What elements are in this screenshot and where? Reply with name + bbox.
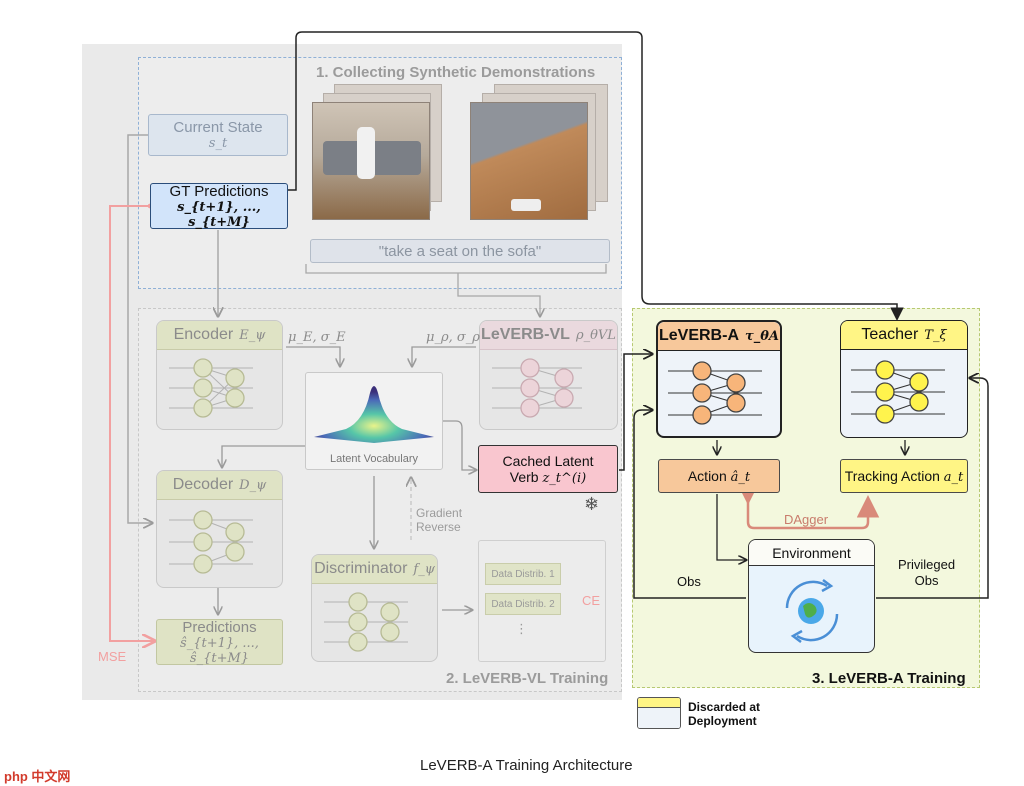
dagger-label: DAgger: [784, 512, 829, 527]
predictions-symbol: ŝ_{t+1}, ..., ŝ_{t+M}: [180, 635, 259, 666]
legend-swatch: [637, 697, 681, 729]
cycle-arrows-icon: [785, 579, 839, 643]
discriminator-symbol: f_ψ: [413, 561, 435, 577]
discriminator-card: Discriminator f_ψ: [311, 554, 438, 662]
snowflake-icon: ❄: [584, 494, 600, 514]
gt-predictions-label: GT Predictions: [169, 182, 269, 200]
latent-vocabulary-box: Latent Vocabulary: [305, 372, 443, 470]
cached-latent-verb-box: Cached Latent Verb z_t^(i): [478, 445, 618, 493]
action-label: Action: [687, 467, 727, 484]
leverb-a-label: LeVERB-A: [658, 327, 739, 344]
neural-net-icon: [169, 510, 253, 574]
legend-label: Discarded at Deployment: [688, 700, 760, 728]
data-distrib-2: Data Distrib. 2: [485, 593, 561, 615]
action-box: Action â_t: [658, 459, 780, 493]
tracking-symbol: a_t: [943, 469, 964, 485]
mse-label: MSE: [98, 649, 127, 664]
legend-line2: Deployment: [688, 714, 757, 728]
gt-predictions-box: GT Predictions s_{t+1}, ..., s_{t+M}: [150, 182, 288, 230]
ce-label: CE: [582, 593, 601, 608]
privileged-obs-label: Privileged Obs: [898, 557, 955, 589]
obs-label: Obs: [677, 574, 701, 589]
decoder-symbol: D_ψ: [239, 477, 267, 493]
vl-training-title: 2. LeVERB-VL Training: [446, 670, 609, 687]
predictions-label: Predictions: [182, 618, 257, 636]
discriminator-label: Discriminator: [314, 560, 408, 577]
cached-line2: Verb: [509, 468, 539, 485]
leverb-vl-label: LeVERB-VL: [481, 326, 570, 343]
decoder-label: Decoder: [172, 476, 234, 493]
watermark-logo: php 中文网: [4, 769, 71, 784]
neural-net-icon: [324, 592, 408, 652]
neural-net-icon: [668, 361, 762, 425]
neural-net-icon: [851, 360, 945, 424]
encoder-label: Encoder: [173, 326, 234, 343]
tracking-label: Tracking Action: [844, 467, 940, 484]
current-state-box: Current State s_t: [148, 114, 288, 156]
data-distribution-box: Data Distrib. 1 Data Distrib. 2 ⋮: [478, 540, 606, 662]
gradient-line1: Gradient: [416, 506, 463, 520]
cached-symbol: z_t^(i): [542, 470, 587, 486]
gradient-line2: Reverse: [416, 520, 461, 534]
privileged-line2: Obs: [914, 573, 939, 588]
neural-net-icon: [169, 358, 253, 418]
cached-line1: Cached Latent: [502, 452, 594, 469]
sofa-closeup-image: [470, 102, 588, 220]
gt-predictions-symbol: s_{t+1}, ..., s_{t+M}: [177, 199, 261, 230]
environment-box: Environment: [748, 539, 875, 653]
current-state-label: Current State: [173, 119, 263, 136]
demo-image-stack-2: [470, 84, 610, 220]
teacher-card: Teacher T_ξ: [840, 320, 968, 438]
current-state-symbol: s_t: [208, 136, 228, 151]
leverb-a-card: LeVERB-A τ_θA: [656, 320, 782, 438]
robot-on-sofa-image: [312, 102, 430, 220]
language-prompt: "take a seat on the sofa": [310, 239, 610, 263]
teacher-label: Teacher: [861, 326, 919, 343]
leverb-a-symbol: τ_θA: [745, 328, 780, 344]
latent-vocab-label: Latent Vocabulary: [329, 453, 419, 465]
gaussian-surface-icon: [314, 386, 434, 443]
leverb-vl-card: LeVERB-VL ρ_θVL: [479, 320, 618, 430]
figure-caption: LeVERB-A Training Architecture: [420, 757, 633, 774]
a-training-title: 3. LeVERB-A Training: [812, 670, 966, 687]
decoder-card: Decoder D_ψ: [156, 470, 283, 588]
predictions-box: Predictions ŝ_{t+1}, ..., ŝ_{t+M}: [156, 618, 283, 666]
teacher-symbol: T_ξ: [924, 327, 947, 343]
vl-output-label: μ_ρ, σ_ρ: [426, 330, 480, 345]
data-distrib-more: ⋮: [515, 621, 528, 636]
privileged-line1: Privileged: [898, 557, 956, 572]
leverb-vl-symbol: ρ_θVL: [575, 327, 616, 343]
neural-net-icon: [492, 358, 582, 418]
action-symbol: â_t: [730, 469, 751, 485]
legend-line1: Discarded at: [688, 700, 761, 714]
encoder-card: Encoder E_ψ: [156, 320, 283, 430]
encoder-output-label: μ_E, σ_E: [288, 330, 346, 345]
collect-title: 1. Collecting Synthetic Demonstrations: [316, 64, 596, 81]
environment-label: Environment: [749, 540, 874, 566]
tracking-action-box: Tracking Action a_t: [840, 459, 968, 493]
gradient-reverse-label: Gradient Reverse: [416, 506, 462, 534]
encoder-symbol: E_ψ: [239, 327, 266, 343]
demo-image-stack-1: [312, 84, 442, 220]
data-distrib-1: Data Distrib. 1: [485, 563, 561, 585]
